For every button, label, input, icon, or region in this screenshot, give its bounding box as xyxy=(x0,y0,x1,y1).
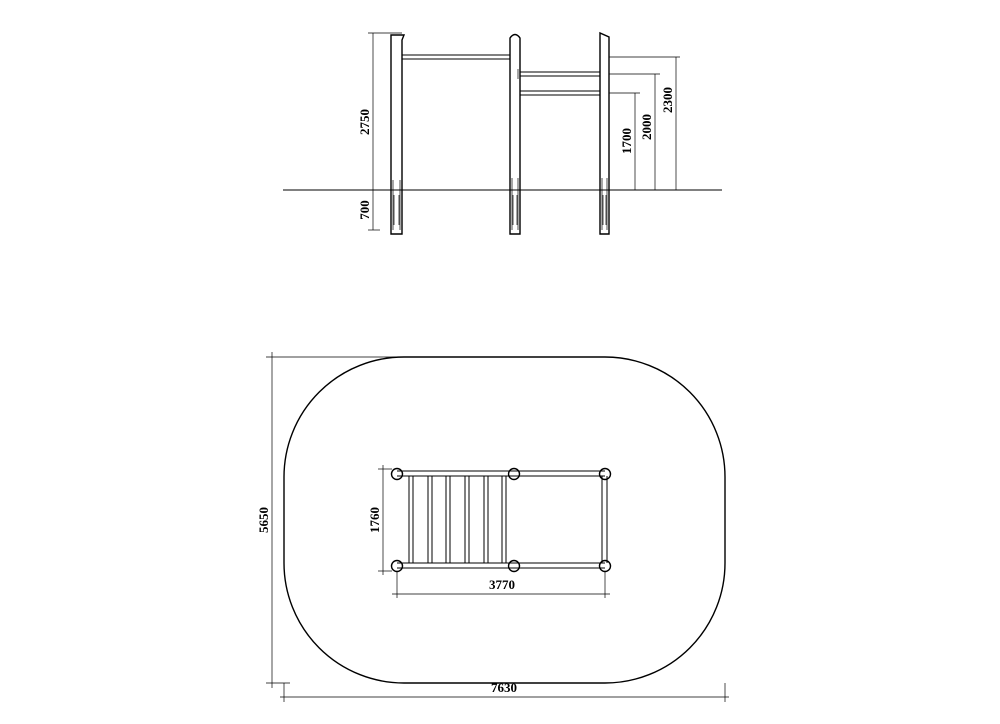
dim-depth-below-ground: 700 xyxy=(357,190,380,231)
post-circle xyxy=(598,559,612,573)
post-middle xyxy=(509,33,521,235)
dim-frame-width: 3770 xyxy=(392,572,610,598)
dim-label-2750: 2750 xyxy=(357,109,372,135)
ladder-rungs xyxy=(408,476,507,563)
dim-frame-depth: 1760 xyxy=(367,465,392,575)
safety-zone-outline xyxy=(283,356,726,684)
bar-top-left xyxy=(402,54,510,60)
plan-posts xyxy=(390,467,612,573)
dim-label-1760: 1760 xyxy=(367,507,382,533)
dim-label-3770: 3770 xyxy=(489,577,515,592)
post-circle xyxy=(507,559,521,573)
dim-label-7630: 7630 xyxy=(491,680,517,695)
dim-height-above-ground: 2750 xyxy=(357,32,402,191)
post-circle xyxy=(390,467,404,481)
post-right xyxy=(599,31,610,235)
post-circle xyxy=(390,559,404,573)
elevation-view: 2750 700 2300 2000 1700 xyxy=(283,31,722,235)
post-circle xyxy=(598,467,612,481)
plan-view: 7630 5650 xyxy=(256,352,729,702)
dim-label-5650: 5650 xyxy=(256,507,271,533)
post-circle xyxy=(507,467,521,481)
dim-bar-heights: 2300 2000 1700 xyxy=(609,56,680,190)
bar-upper-right xyxy=(517,69,600,79)
dim-zone-depth: 5650 xyxy=(256,352,400,688)
dim-label-1700: 1700 xyxy=(619,128,634,154)
dim-label-2000: 2000 xyxy=(639,114,654,140)
bar-lower-right xyxy=(520,90,600,96)
dim-label-2300: 2300 xyxy=(660,87,675,113)
dim-label-700: 700 xyxy=(357,200,372,220)
dim-zone-width: 7630 xyxy=(280,680,729,702)
post-left xyxy=(390,34,406,235)
